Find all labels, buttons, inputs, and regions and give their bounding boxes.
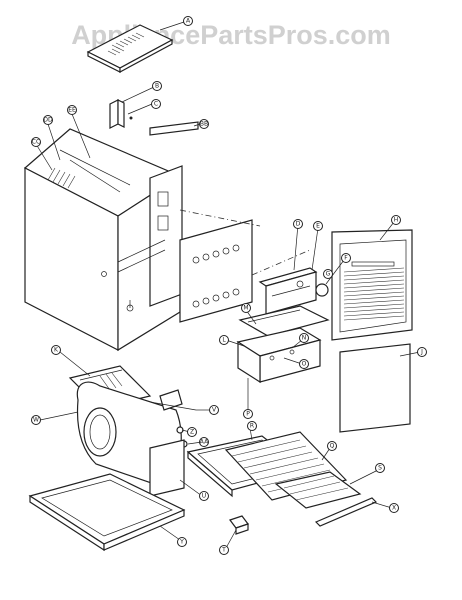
svg-text:M: M [243, 305, 248, 312]
svg-text:U: U [202, 493, 206, 500]
svg-text:N: N [302, 335, 307, 342]
callout-cc: CC [31, 137, 41, 147]
callout-u: U [199, 491, 209, 501]
top-vent-cover [86, 24, 174, 74]
svg-text:S: S [378, 465, 382, 472]
svg-text:CC: CC [32, 139, 40, 146]
callout-v: V [209, 405, 219, 415]
svg-text:L: L [222, 337, 226, 344]
svg-text:E: E [316, 223, 320, 230]
burner-tray [236, 327, 322, 384]
callout-c: C [151, 99, 161, 109]
callout-e: E [313, 221, 323, 231]
callout-n: N [299, 333, 309, 343]
callout-t: T [219, 545, 229, 555]
svg-text:T: T [221, 547, 226, 554]
svg-text:DD: DD [43, 117, 53, 124]
callout-l: L [219, 335, 229, 345]
callout-q: Q [327, 441, 337, 451]
callout-m: M [241, 303, 251, 313]
cabinet [23, 128, 183, 352]
sensor [315, 283, 329, 297]
base-pan [28, 473, 186, 552]
callout-g: G [323, 269, 333, 279]
svg-text:V: V [212, 407, 217, 414]
heat-exchanger-pan [238, 305, 330, 337]
svg-text:A: A [186, 18, 191, 25]
filter-rack [274, 471, 362, 509]
callout-k: K [51, 345, 61, 355]
blower-side-panel [149, 439, 185, 497]
callout-w: W [31, 415, 41, 425]
blower-bracket [149, 389, 197, 411]
svg-text:H: H [394, 217, 399, 224]
svg-text:BB: BB [200, 121, 208, 128]
callout-x: X [389, 503, 399, 513]
svg-text:C: C [154, 101, 158, 108]
burner-box [258, 267, 318, 315]
callout-y: Y [177, 537, 187, 547]
lower-filter-strip [314, 497, 378, 527]
leader-lines [35, 21, 421, 549]
svg-text:EE: EE [68, 107, 76, 114]
small-bracket [109, 99, 133, 129]
centerline [179, 209, 311, 276]
small-clip [229, 515, 249, 535]
callout-bb: BB [199, 119, 209, 129]
callout-r: R [247, 421, 257, 431]
filter-strip [149, 121, 199, 136]
callout-b: B [152, 81, 162, 91]
callout-aa: AA [199, 437, 209, 447]
svg-text:F: F [344, 255, 348, 262]
callout-f: F [341, 253, 351, 263]
lower-door-panel [339, 343, 411, 433]
svg-text:X: X [392, 505, 396, 512]
louvered-access-panel [331, 229, 413, 341]
svg-text:Y: Y [179, 539, 184, 546]
callout-ee: EE [67, 105, 77, 115]
callout-j: J [417, 347, 427, 357]
callout-z: Z [187, 427, 197, 437]
svg-text:B: B [155, 83, 159, 90]
svg-text:P: P [246, 411, 250, 418]
svg-text:D: D [296, 221, 301, 228]
callout-h: H [391, 215, 401, 225]
svg-text:AA: AA [200, 439, 209, 446]
callout-a: A [183, 16, 193, 26]
callout-s: S [375, 463, 385, 473]
callout-d: D [293, 219, 303, 229]
svg-text:Q: Q [330, 443, 335, 450]
svg-text:R: R [250, 423, 254, 430]
svg-text:W: W [33, 417, 39, 424]
svg-text:O: O [302, 361, 307, 368]
back-panel [179, 219, 253, 323]
svg-text:G: G [326, 271, 331, 278]
svg-text:Z: Z [190, 429, 194, 436]
callout-p: P [243, 409, 253, 419]
callout-dd: DD [43, 115, 53, 125]
svg-text:J: J [420, 349, 423, 356]
svg-text:K: K [54, 347, 59, 354]
callout-o: O [299, 359, 309, 369]
